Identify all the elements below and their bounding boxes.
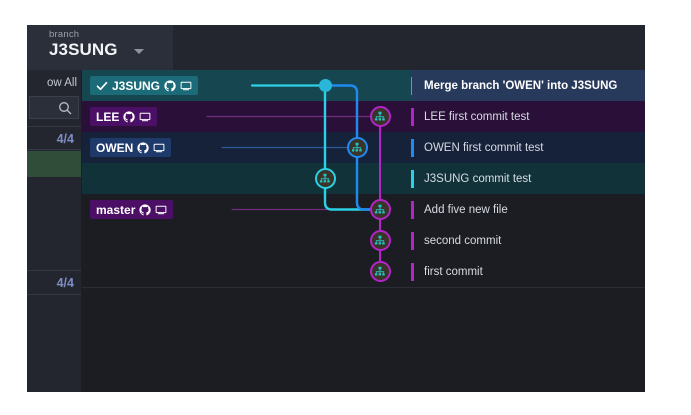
branch-count-bottom: 4/4 bbox=[27, 270, 81, 295]
github-icon bbox=[164, 79, 176, 91]
check-icon bbox=[96, 81, 108, 90]
monitor-icon bbox=[153, 143, 165, 152]
branch-count-top: 4/4 bbox=[27, 126, 81, 150]
commit-lane-bar bbox=[411, 107, 414, 126]
github-icon bbox=[139, 203, 152, 215]
commit-lane-bar bbox=[411, 231, 414, 250]
branch-kicker-label: branch bbox=[49, 29, 80, 40]
commit-lane-bar bbox=[411, 262, 414, 281]
branch-label-text: master bbox=[96, 202, 136, 217]
github-icon bbox=[137, 141, 150, 153]
github-icon bbox=[123, 110, 136, 122]
commit-row[interactable]: first commit bbox=[424, 265, 483, 278]
commit-lane-bar bbox=[411, 200, 414, 219]
branch-label-text: LEE bbox=[96, 109, 120, 124]
search-input[interactable] bbox=[29, 96, 79, 119]
branch-label-j3sung[interactable]: J3SUNG bbox=[90, 76, 199, 95]
search-icon bbox=[59, 102, 72, 115]
branch-label-lee[interactable]: LEE bbox=[90, 107, 158, 126]
monitor-icon bbox=[180, 81, 192, 90]
branch-label-text: OWEN bbox=[96, 140, 134, 155]
branch-label-owen[interactable]: OWEN bbox=[90, 138, 172, 157]
commit-row[interactable]: second commit bbox=[424, 234, 502, 247]
branch-labels-layer: J3SUNG LEE OWEN master bbox=[82, 70, 645, 392]
commit-row[interactable]: J3SUNG commit test bbox=[424, 172, 532, 185]
commit-row-selected[interactable]: Merge branch 'OWEN' into J3SUNG bbox=[412, 70, 645, 101]
commit-messages-layer: Merge branch 'OWEN' into J3SUNG LEE first… bbox=[82, 70, 645, 392]
row-divider bbox=[82, 287, 645, 288]
commit-lane-bar bbox=[411, 169, 414, 188]
branch-label-text: J3SUNG bbox=[112, 78, 161, 93]
left-rail: ow All 4/4 4/4 bbox=[27, 70, 81, 392]
branch-selector[interactable]: branch J3SUNG bbox=[27, 25, 173, 70]
commit-row[interactable]: Add five new file bbox=[424, 203, 508, 216]
chevron-down-icon[interactable] bbox=[134, 49, 144, 54]
commit-graph-panel: J3SUNG LEE OWEN master Merge branch 'OWEN' … bbox=[82, 70, 645, 392]
monitor-icon bbox=[155, 205, 167, 214]
commit-row-background bbox=[82, 225, 645, 256]
branch-label-master[interactable]: master bbox=[90, 200, 174, 219]
commit-lane-bar bbox=[411, 138, 414, 157]
commit-row-background bbox=[82, 256, 645, 287]
rail-highlight-bar bbox=[27, 151, 81, 177]
current-branch-name: J3SUNG bbox=[49, 40, 118, 59]
commit-row[interactable]: OWEN first commit test bbox=[424, 141, 544, 154]
monitor-icon bbox=[139, 112, 151, 121]
git-graph-app: branch J3SUNG ow All 4/4 4/4 J3SUNG LEE OW… bbox=[27, 25, 645, 392]
top-bar: branch J3SUNG bbox=[27, 25, 645, 70]
show-all-button[interactable]: ow All bbox=[46, 77, 77, 89]
commit-row[interactable]: LEE first commit test bbox=[424, 110, 530, 123]
